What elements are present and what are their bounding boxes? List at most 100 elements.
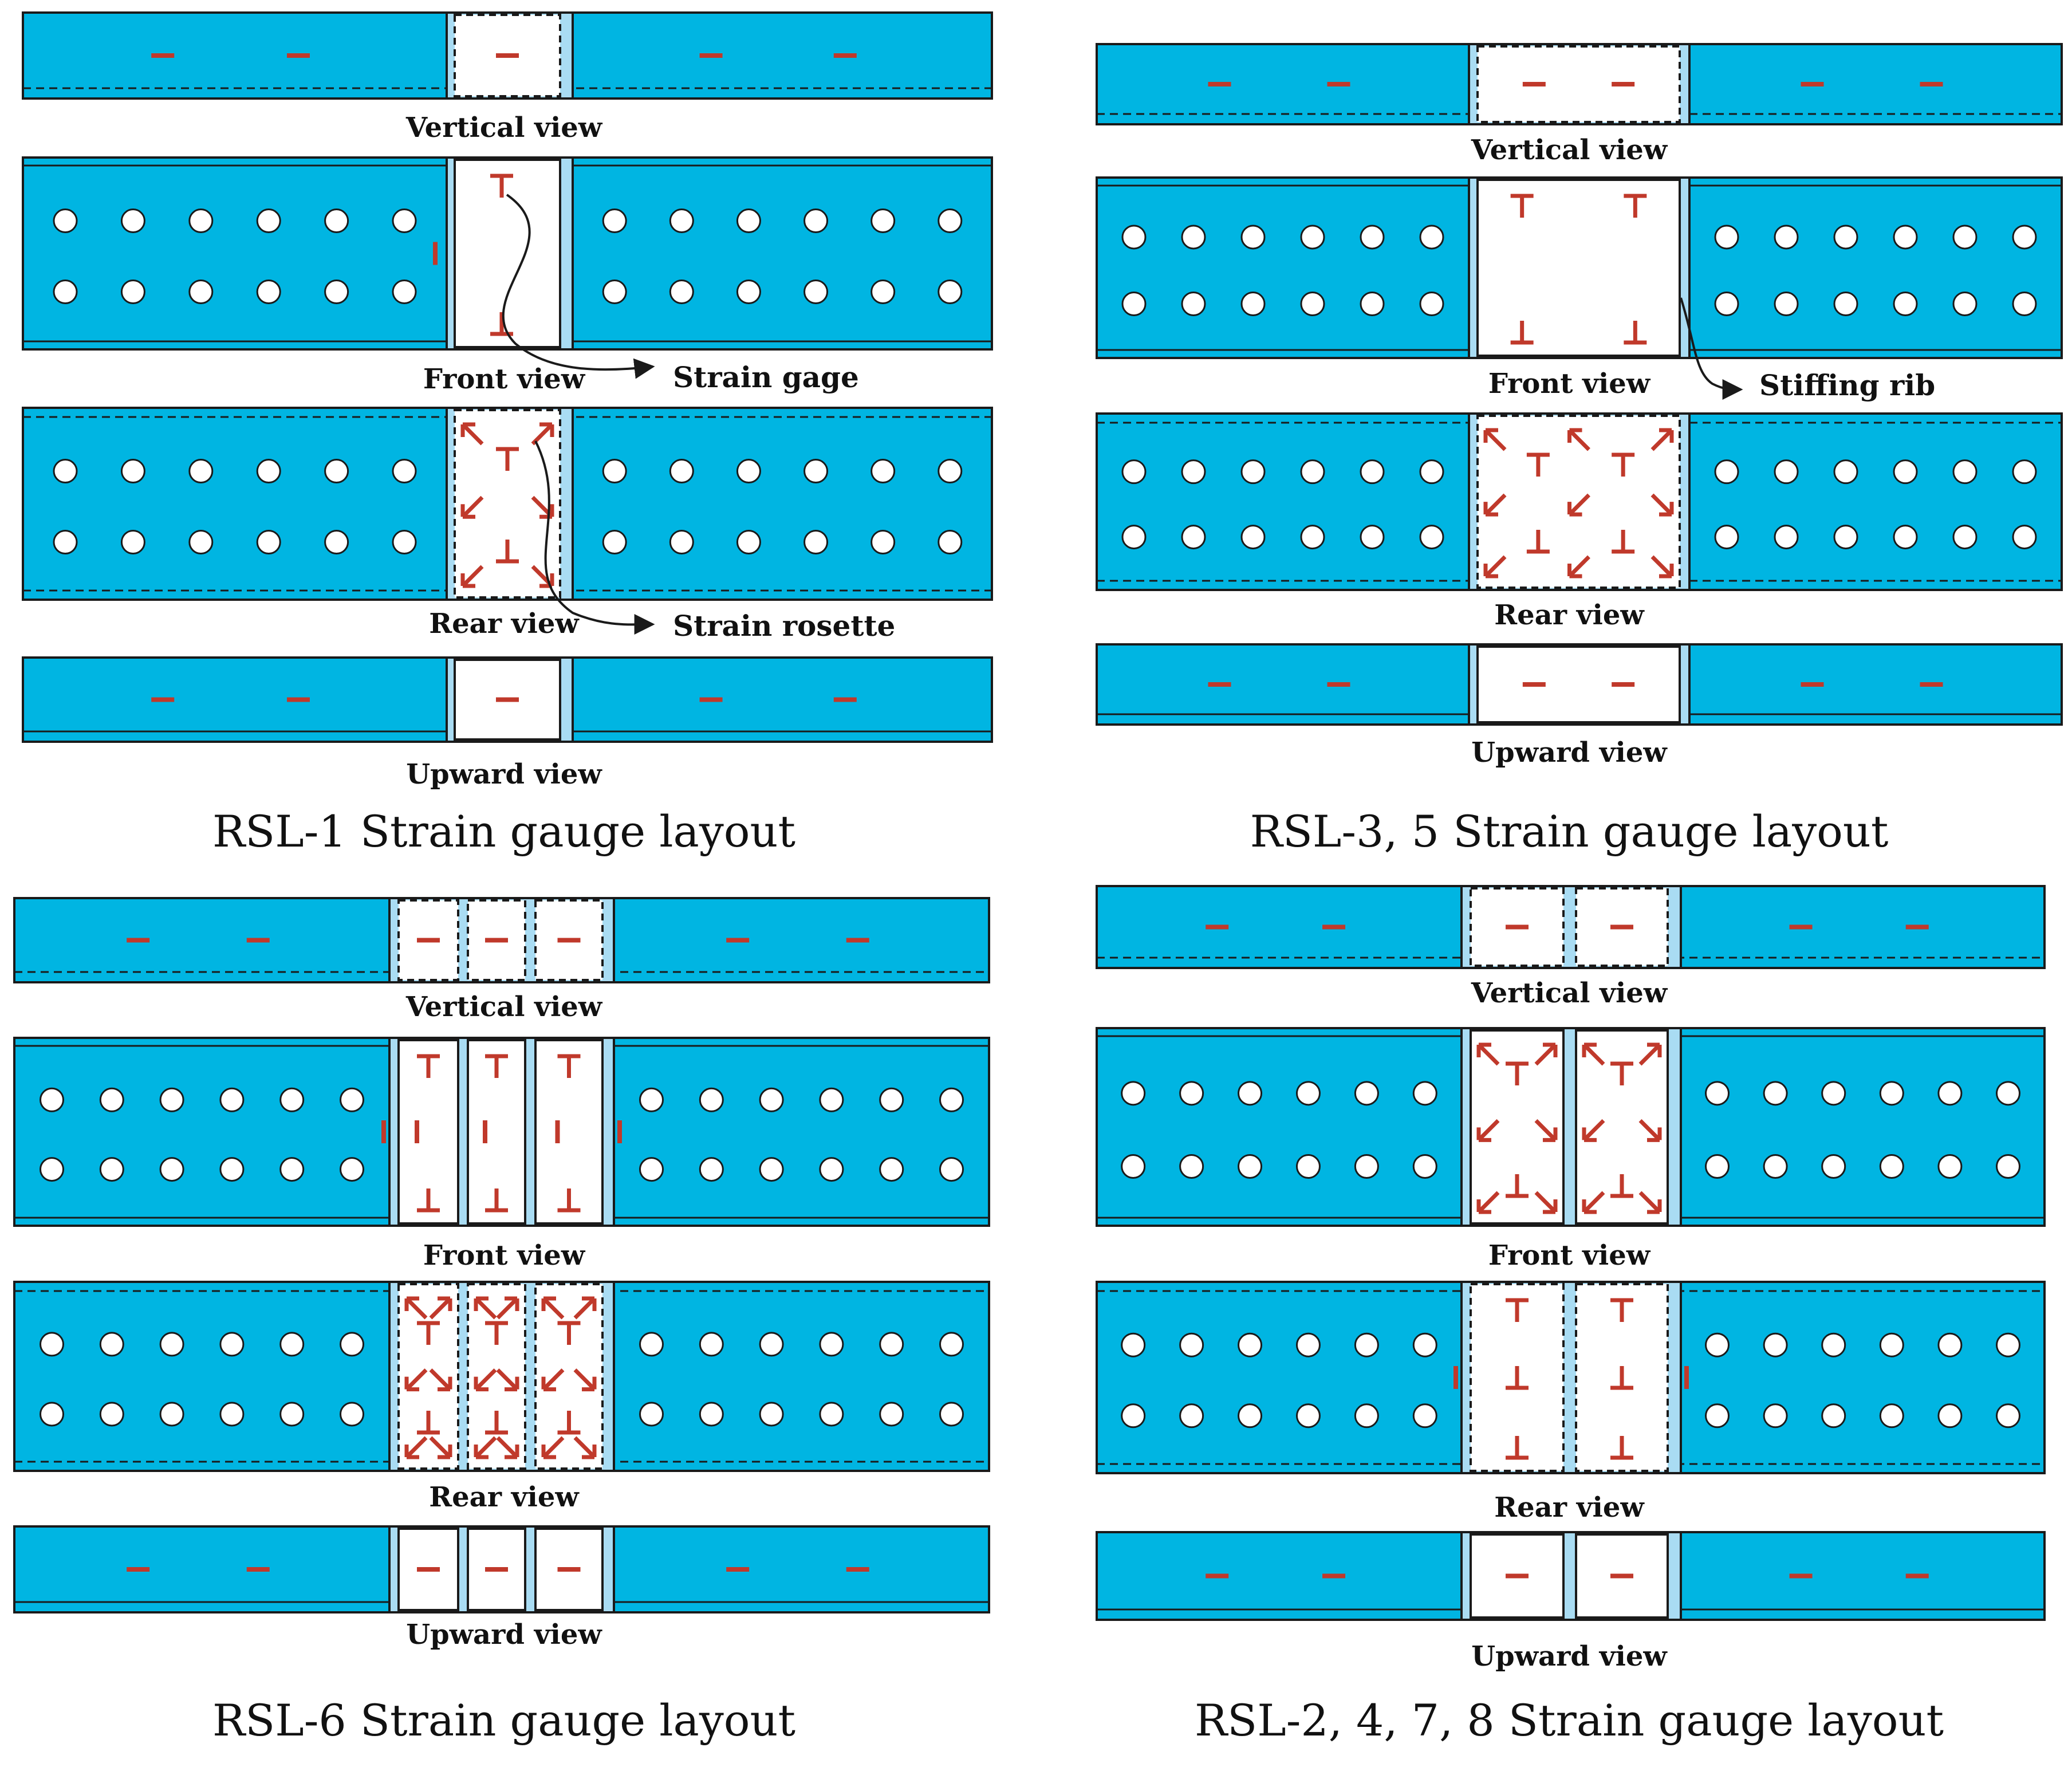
strain-rosette bbox=[1650, 428, 1674, 451]
bolt-hole bbox=[324, 280, 349, 304]
bolt-hole bbox=[188, 530, 214, 554]
strain-gauge bbox=[617, 1120, 622, 1143]
strain-rosette bbox=[1582, 1119, 1605, 1142]
bolt-hole bbox=[1238, 1332, 1263, 1357]
strain-rosette bbox=[404, 1296, 428, 1320]
strain-gauge bbox=[1453, 1366, 1458, 1389]
bolt-hole bbox=[1937, 1154, 1963, 1179]
strain-gauge-t bbox=[1506, 1174, 1529, 1198]
bolt-hole bbox=[1360, 292, 1385, 316]
bolt-hole bbox=[1240, 525, 1266, 550]
panel-rsl-2-4-7-8: RSL-2, 4, 7, 8 Strain gauge layout bbox=[1195, 1695, 1944, 1746]
bolt-hole bbox=[1412, 1332, 1437, 1357]
bolt-hole bbox=[1412, 1154, 1437, 1179]
bolt-hole bbox=[53, 280, 78, 304]
strain-gauge bbox=[127, 938, 150, 943]
strain-gauge bbox=[699, 697, 723, 702]
bolt-hole bbox=[1419, 525, 1444, 550]
strain-rosette bbox=[460, 565, 484, 588]
strain-rosette bbox=[541, 1436, 565, 1459]
strain-rosette bbox=[496, 1368, 519, 1392]
bolt-hole bbox=[1179, 1154, 1204, 1179]
rsl-6-upward-view: Upward view bbox=[13, 1525, 990, 1651]
vertical-view-label: Vertical view bbox=[405, 112, 603, 144]
bolt-hole bbox=[324, 459, 349, 484]
bolt-hole bbox=[699, 1332, 724, 1357]
bolt-hole bbox=[1763, 1403, 1788, 1428]
bolt-hole bbox=[159, 1157, 184, 1182]
strain-rosette bbox=[496, 1296, 519, 1320]
splice-cell bbox=[1476, 45, 1681, 123]
strain-gauge bbox=[1684, 1366, 1689, 1389]
bolt-hole bbox=[279, 1087, 305, 1112]
bolt-hole bbox=[819, 1157, 844, 1182]
bolt-hole bbox=[803, 530, 829, 554]
bolt-hole bbox=[1893, 225, 1918, 250]
bolt-hole bbox=[1179, 1081, 1204, 1106]
bolt-hole bbox=[1181, 225, 1206, 250]
bolt-hole bbox=[219, 1087, 245, 1112]
bolt-hole bbox=[1952, 225, 1978, 250]
strain-gauge bbox=[1208, 682, 1231, 687]
panel-caption: RSL-2, 4, 7, 8 Strain gauge layout bbox=[1195, 1695, 1944, 1746]
bolt-hole bbox=[392, 280, 417, 304]
strain-gauge bbox=[1327, 82, 1350, 86]
strain-gauge-t bbox=[1506, 1436, 1529, 1460]
splice-cell bbox=[534, 1283, 604, 1470]
strain-gauge bbox=[557, 1567, 581, 1572]
bolt-hole bbox=[669, 208, 694, 234]
strain-gauge bbox=[151, 53, 175, 58]
bolt-hole bbox=[53, 530, 78, 554]
strain-gauge-t bbox=[485, 1321, 508, 1345]
bolt-hole bbox=[1300, 459, 1325, 485]
strain-rosette bbox=[541, 1368, 565, 1392]
vertical-view-label: Vertical view bbox=[1471, 977, 1668, 1009]
bolt-hole bbox=[1879, 1081, 1904, 1106]
strain-gauge bbox=[1327, 682, 1350, 687]
bolt-hole bbox=[1240, 459, 1266, 485]
rsl-1-upward-view: Upward view bbox=[22, 656, 993, 790]
strain-rosette bbox=[1650, 555, 1674, 578]
bolt-hole bbox=[53, 459, 78, 484]
strain-gauge bbox=[555, 1120, 560, 1143]
bolt-hole bbox=[1774, 525, 1799, 550]
bolt-hole bbox=[1121, 1154, 1146, 1179]
strain-gauge bbox=[846, 1567, 869, 1572]
bolt-hole bbox=[1714, 225, 1739, 250]
rsl-2-4-7-8-rear-view: Rear view bbox=[1096, 1281, 2046, 1524]
splice-cell bbox=[534, 899, 604, 981]
splice-cell bbox=[1476, 415, 1681, 589]
rear-view-label: Rear view bbox=[1494, 1491, 1645, 1524]
bolt-hole bbox=[1937, 1332, 1963, 1357]
bolt-hole bbox=[819, 1332, 844, 1357]
strain-gauge-t bbox=[1610, 1436, 1633, 1460]
strain-gauge-t bbox=[417, 1054, 440, 1078]
strain-gauge-t bbox=[1510, 194, 1534, 218]
bolt-hole bbox=[602, 280, 627, 304]
bolt-hole bbox=[1121, 292, 1147, 316]
upward-view-label: Upward view bbox=[406, 1619, 602, 1651]
bolt-hole bbox=[669, 459, 694, 484]
rsl-3-5-front-view: Front view bbox=[1096, 176, 2063, 400]
strain-rosette bbox=[1638, 1119, 1662, 1142]
strain-rosette bbox=[1567, 555, 1590, 578]
strain-gauge bbox=[415, 1120, 419, 1143]
strain-rosette bbox=[1534, 1191, 1558, 1214]
stiffing-rib-callout-arrow bbox=[1680, 297, 1743, 400]
strain-gauge bbox=[1801, 82, 1824, 86]
strain-gauge bbox=[417, 938, 440, 943]
bolt-hole bbox=[219, 1402, 245, 1427]
strain-gauge-t bbox=[557, 1188, 581, 1213]
strain-gauge bbox=[1208, 82, 1231, 86]
bolt-hole bbox=[1354, 1332, 1379, 1357]
strain-gauge-t bbox=[1610, 1061, 1633, 1085]
strain-rosette bbox=[429, 1296, 452, 1320]
strain-gauge-t bbox=[417, 1188, 440, 1213]
bolt-hole bbox=[1179, 1403, 1204, 1428]
strain-gauge-t bbox=[1624, 194, 1647, 218]
bolt-hole bbox=[1774, 225, 1799, 250]
strain-gauge-t bbox=[1506, 1366, 1529, 1390]
strain-rosette-callout-label: Strain rosette bbox=[673, 609, 895, 643]
bolt-hole bbox=[1412, 1403, 1437, 1428]
strain-gauge-t bbox=[490, 174, 513, 198]
